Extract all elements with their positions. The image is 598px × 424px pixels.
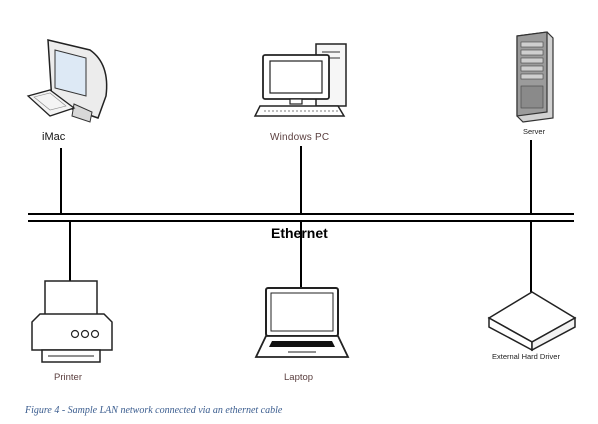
- printer-icon: [31, 280, 113, 363]
- imac-icon: [26, 39, 108, 123]
- connector-lines: [60, 140, 532, 292]
- desktop-pc-icon: [253, 43, 347, 117]
- figure-caption: Figure 4 - Sample LAN network connected …: [25, 405, 283, 416]
- server-label: Server: [523, 127, 546, 136]
- external-drive-label: External Hard Driver: [492, 352, 560, 361]
- windows-pc-label: Windows PC: [270, 132, 330, 143]
- laptop-label: Laptop: [284, 372, 314, 383]
- external-drive-icon: [487, 291, 577, 352]
- ethernet-bus: [28, 213, 574, 222]
- server-tower-icon: [516, 31, 554, 123]
- ethernet-label: Ethernet: [271, 225, 328, 241]
- laptop-icon: [254, 287, 350, 358]
- printer-label: Printer: [54, 372, 82, 383]
- imac-label: iMac: [42, 131, 66, 143]
